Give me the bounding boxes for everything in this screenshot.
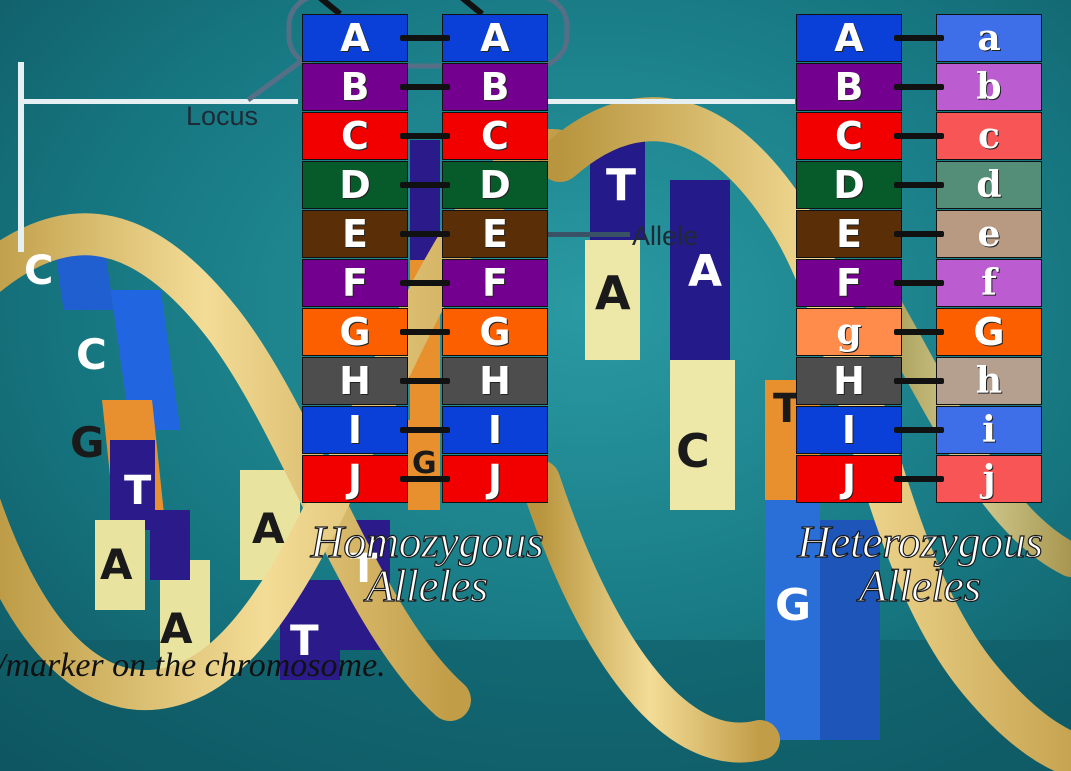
- heterozygous-right-gene-6: G: [936, 308, 1042, 356]
- top-connector-left: [318, 0, 342, 17]
- homozygous-rung-3: [400, 182, 450, 188]
- heterozygous-left-gene-0: A: [796, 14, 902, 62]
- heterozygous-right-gene-5: f: [936, 259, 1042, 307]
- homozygous-left-gene-2: C: [302, 112, 408, 160]
- heterozygous-rung-8: [894, 427, 944, 433]
- homozygous-left-gene-7: H: [302, 357, 408, 405]
- helix-base-letter: C: [76, 330, 107, 379]
- heterozygous-left-gene-7: H: [796, 357, 902, 405]
- homozygous-left-gene-9: J: [302, 455, 408, 503]
- heterozygous-right-gene-4: e: [936, 210, 1042, 258]
- heterozygous-right-gene-8: i: [936, 406, 1042, 454]
- helix-base-letter: T: [350, 546, 378, 592]
- allele-label: Allele: [632, 221, 699, 251]
- locus-pointer-line: [246, 59, 302, 103]
- homozygous-right-gene-1: B: [442, 63, 548, 111]
- helix-base-letter: G: [775, 580, 812, 631]
- heterozygous-right-gene-3: d: [936, 161, 1042, 209]
- homozygous-title: Homozygous Alleles: [262, 516, 592, 611]
- heterozygous-rung-0: [894, 35, 944, 41]
- homozygous-right-gene-5: F: [442, 259, 548, 307]
- helix-base-letter: T: [290, 616, 319, 665]
- heterozygous-right-gene-2: c: [936, 112, 1042, 160]
- heterozygous-left-gene-8: I: [796, 406, 902, 454]
- heterozygous-left-gene-4: E: [796, 210, 902, 258]
- homozygous-rung-7: [400, 378, 450, 384]
- helix-base-letter: C: [676, 424, 710, 478]
- heterozygous-title-line2: Alleles: [859, 560, 982, 611]
- homozygous-right-gene-8: I: [442, 406, 548, 454]
- homozygous-left-gene-0: A: [302, 14, 408, 62]
- homozygous-rung-5: [400, 280, 450, 286]
- homozygous-title-line1: Homozygous: [310, 516, 544, 567]
- heterozygous-right-gene-9: j: [936, 455, 1042, 503]
- heterozygous-right-gene-7: h: [936, 357, 1042, 405]
- homozygous-right-gene-4: E: [442, 210, 548, 258]
- heterozygous-right-gene-0: a: [936, 14, 1042, 62]
- homozygous-rung-8: [400, 427, 450, 433]
- heterozygous-right-gene-1: b: [936, 63, 1042, 111]
- heterozygous-left-gene-2: C: [796, 112, 902, 160]
- heterozygous-rung-9: [894, 476, 944, 482]
- helix-base-letter: G: [70, 418, 105, 467]
- helix-base-letter: A: [160, 604, 193, 653]
- homozygous-right-gene-9: J: [442, 455, 548, 503]
- homozygous-left-gene-3: D: [302, 161, 408, 209]
- locus-bracket: [18, 62, 795, 252]
- homozygous-right-gene-3: D: [442, 161, 548, 209]
- homozygous-left-gene-6: G: [302, 308, 408, 356]
- heterozygous-left-gene-3: D: [796, 161, 902, 209]
- allele-pointer-line: [545, 232, 630, 237]
- heterozygous-rung-6: [894, 329, 944, 335]
- heterozygous-rung-7: [894, 378, 944, 384]
- heterozygous-left-gene-6: g: [796, 308, 902, 356]
- helix-base-letter: A: [100, 540, 133, 589]
- homozygous-title-line2: Alleles: [366, 560, 489, 611]
- heterozygous-rung-2: [894, 133, 944, 139]
- homozygous-rung-9: [400, 476, 450, 482]
- heterozygous-rung-1: [894, 84, 944, 90]
- helix-base-letter: C: [24, 248, 54, 294]
- homozygous-rung-6: [400, 329, 450, 335]
- homozygous-left-gene-4: E: [302, 210, 408, 258]
- helix-base-letter: A: [688, 246, 723, 297]
- helix-base-letter: T: [124, 468, 152, 514]
- homozygous-rung-2: [400, 133, 450, 139]
- heterozygous-rung-5: [894, 280, 944, 286]
- homozygous-left-gene-5: F: [302, 259, 408, 307]
- heterozygous-rung-3: [894, 182, 944, 188]
- homozygous-right-gene-0: A: [442, 14, 548, 62]
- helix-base-letter: G: [412, 446, 437, 481]
- locus-label: Locus: [186, 101, 259, 131]
- heterozygous-title: Heterozygous Alleles: [770, 516, 1070, 611]
- helix-base-letter: A: [595, 266, 631, 320]
- helix-base-letter: A: [252, 504, 285, 553]
- homozygous-right-gene-6: G: [442, 308, 548, 356]
- homozygous-left-gene-1: B: [302, 63, 408, 111]
- homozygous-right-gene-2: C: [442, 112, 548, 160]
- top-connector-right: [460, 0, 484, 17]
- heterozygous-left-gene-5: F: [796, 259, 902, 307]
- caption-text: /marker on the chromosome.: [0, 647, 386, 684]
- homozygous-rung-1: [400, 84, 450, 90]
- helix-base-letter: T: [773, 386, 801, 432]
- heterozygous-title-line1: Heterozygous: [797, 516, 1044, 567]
- homozygous-rung-4: [400, 231, 450, 237]
- homozygous-left-gene-8: I: [302, 406, 408, 454]
- homozygous-right-gene-7: H: [442, 357, 548, 405]
- heterozygous-rung-4: [894, 231, 944, 237]
- homozygous-rung-0: [400, 35, 450, 41]
- helix-base-letter: T: [606, 160, 637, 211]
- heterozygous-left-gene-1: B: [796, 63, 902, 111]
- heterozygous-left-gene-9: J: [796, 455, 902, 503]
- locus-highlight-ring: [286, 0, 570, 69]
